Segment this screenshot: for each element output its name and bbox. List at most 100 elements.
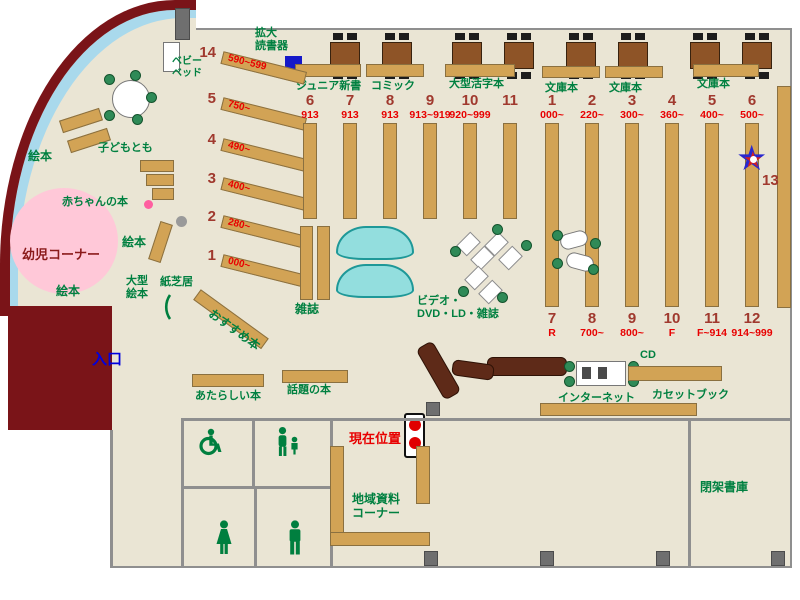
- chair: [564, 376, 575, 387]
- stack-range: F~914: [696, 327, 728, 339]
- chair: [521, 240, 532, 251]
- wall: [254, 486, 257, 568]
- wall: [181, 418, 333, 421]
- shelf-strip: [665, 123, 679, 307]
- shelf-strip: [330, 446, 344, 546]
- comic-label: コミック: [371, 80, 415, 92]
- stack-range: F: [668, 327, 676, 339]
- shelf-strip: [693, 64, 759, 77]
- shelf-strip: [628, 366, 722, 381]
- pillar: [656, 551, 670, 566]
- stack-range: 400~: [700, 109, 724, 121]
- stack-number: 6: [747, 92, 757, 109]
- magnifier-label: 拡大 読書器: [255, 27, 288, 52]
- step-shelf: [140, 160, 174, 172]
- shelf-strip: [585, 123, 599, 307]
- shelf-number: 3: [207, 170, 216, 187]
- shelf-13-number: 13: [762, 172, 779, 189]
- shelf-strip: [330, 532, 430, 546]
- kodomo-tomo-label: 子どもとも: [98, 142, 153, 154]
- bunko-label: 文庫本: [545, 82, 578, 94]
- computer-icon: [582, 367, 591, 379]
- stack-number: 2: [587, 92, 597, 109]
- shelf-strip: [545, 123, 559, 307]
- stack-range: 500~: [740, 109, 764, 121]
- step-shelf: [146, 174, 174, 186]
- shelf-range: 280~: [226, 216, 252, 233]
- bunko-label: 文庫本: [697, 78, 730, 90]
- shelf-range: 000~: [226, 255, 252, 272]
- cd-label: CD: [640, 349, 656, 361]
- shelf-strip: [777, 86, 791, 308]
- stack-range: 914~999: [731, 327, 773, 339]
- picture-books-label: 絵本: [122, 235, 147, 249]
- chair: [132, 114, 143, 125]
- wall: [252, 418, 255, 488]
- shelf-range: 490~: [226, 139, 252, 156]
- chair: [552, 258, 563, 269]
- stack-range: 913~919: [409, 109, 451, 121]
- stack-range: 360~: [660, 109, 684, 121]
- stack-number: 5: [707, 92, 717, 109]
- wall: [181, 418, 184, 568]
- chair: [492, 224, 503, 235]
- pillar: [424, 551, 438, 566]
- exterior-wall-block: [8, 306, 112, 430]
- stack-range: 913: [341, 109, 359, 121]
- diagonal-shelf-row: 14 590~599: [196, 44, 326, 85]
- shelf-number: 2: [207, 208, 216, 225]
- round-table: [112, 80, 150, 118]
- diagonal-shelf-row: 5 750~: [196, 90, 326, 131]
- stack-number: 7: [345, 92, 355, 109]
- wall: [333, 418, 792, 421]
- current-location-label: 現在位置: [349, 431, 402, 446]
- shelf-number: 14: [199, 44, 216, 61]
- shelf-number: 4: [207, 131, 216, 148]
- shelf-strip: [416, 446, 430, 504]
- diagonal-shelf-row: 2 280~: [196, 208, 326, 249]
- pillar: [175, 8, 190, 40]
- shelf-strip: [745, 123, 759, 307]
- magazine-display: [336, 226, 414, 260]
- diagonal-shelf-row: 3 400~: [196, 170, 326, 211]
- magazine-display: [336, 264, 414, 298]
- shelf-range: 400~: [226, 178, 252, 195]
- shelf-strip: [317, 226, 330, 300]
- stack-number: 1: [547, 92, 557, 109]
- chair: [104, 110, 115, 121]
- step-shelf: [152, 188, 174, 200]
- stack-number: 12: [743, 310, 761, 327]
- stack-range: 700~: [580, 327, 604, 339]
- cassette-label: カセットブック: [652, 389, 729, 401]
- stack-range: 300~: [620, 109, 644, 121]
- topic-books-label: 話題の本: [287, 384, 331, 396]
- chair: [552, 230, 563, 241]
- stacks-group-c: 7 8 9 10 11 12 R 700~ 800~ F F~914 914~9…: [532, 310, 773, 339]
- stack-range: R: [548, 327, 556, 339]
- diagonal-shelf-row: 4 490~: [196, 131, 326, 172]
- wall: [688, 418, 691, 568]
- chair: [104, 74, 115, 85]
- shelf-strip: [605, 66, 663, 78]
- chair: [458, 286, 469, 297]
- shelf-strip: [366, 64, 424, 77]
- stack-range: 800~: [620, 327, 644, 339]
- shelf-range: 750~: [226, 98, 252, 115]
- chair: [497, 292, 508, 303]
- stacks-group-a: 6 7 8 9 10 11 913 913 913 913~919 920~99…: [290, 92, 530, 219]
- internet-label: インターネット: [558, 392, 635, 404]
- shelf-number: 1: [207, 247, 216, 264]
- entrance-corridor: [112, 312, 192, 568]
- toddler-corner-label: 幼児コーナー: [22, 247, 101, 262]
- stack-number: 9: [627, 310, 637, 327]
- closed-stacks-label: 閉架書庫: [700, 480, 749, 494]
- stack-number: 9: [425, 92, 435, 109]
- picture-books-label: 絵本: [56, 284, 81, 298]
- stack-number: 8: [587, 310, 597, 327]
- baby-changing-icon: [278, 427, 298, 456]
- local-materials-label: 地域資料 コーナー: [352, 492, 401, 521]
- stack-number: 8: [385, 92, 395, 109]
- chair: [564, 361, 575, 372]
- baby-bed-label: ベビー ベッド: [172, 56, 202, 79]
